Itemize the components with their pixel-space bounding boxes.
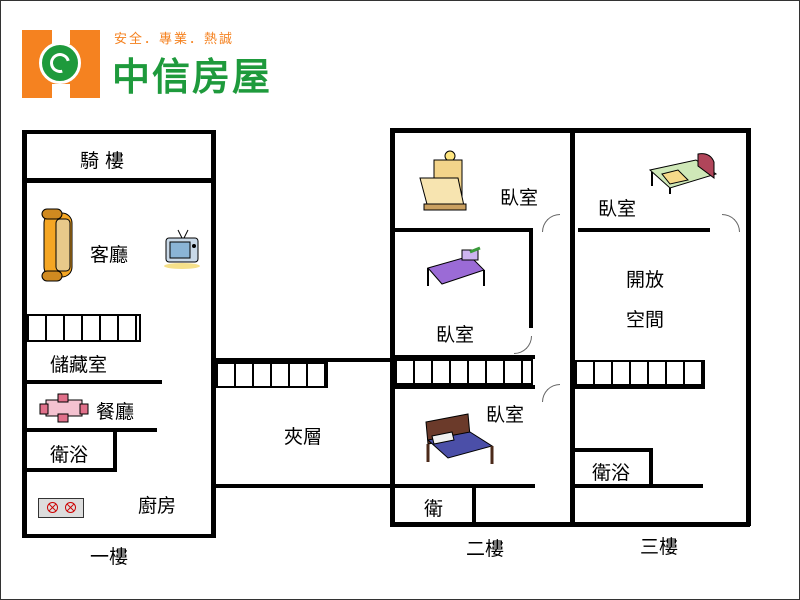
floor2-stairs <box>395 359 533 385</box>
logo-slogan: 安全．專業．熱誠 <box>114 32 235 47</box>
mezzanine-stairs <box>216 362 328 388</box>
room-storage-label: 儲藏室 <box>50 354 108 376</box>
bed-icon <box>419 150 467 211</box>
bed-icon <box>425 413 494 464</box>
floor3-bath-label: 衛浴 <box>592 462 631 484</box>
mezzanine-label: 夾層 <box>284 426 323 448</box>
logo-mark-icon <box>22 30 100 98</box>
floor2-bedroom-top-label: 臥室 <box>500 187 539 209</box>
floor3-bedroom-label: 臥室 <box>598 198 637 220</box>
floor3-title: 三樓 <box>640 536 679 558</box>
room-kitchen-label: 廚房 <box>138 495 177 517</box>
floor3-open-space-label-2: 空間 <box>626 309 665 331</box>
bed-icon <box>648 153 718 194</box>
floor2-bedroom-bottom-label: 臥室 <box>486 404 525 426</box>
floor2-bedroom-mid-label: 臥室 <box>436 324 475 346</box>
room-arcade-label: 騎 樓 <box>80 150 125 172</box>
floor2-title: 二樓 <box>466 538 505 560</box>
bed-icon <box>427 246 485 286</box>
floor1-title: 一樓 <box>90 546 129 568</box>
logo-brand-name: 中信房屋 <box>112 55 273 99</box>
room-living-label: 客廳 <box>90 244 129 266</box>
floor3-open-space-label-1: 開放 <box>626 269 665 291</box>
floor3-stairs <box>575 360 705 386</box>
sofa-icon <box>41 208 73 282</box>
floor2-toilet-label: 衛 <box>424 498 444 520</box>
room-dining-label: 餐廳 <box>96 401 135 423</box>
stove-icon <box>38 498 84 518</box>
dining-table-icon <box>39 393 89 423</box>
tv-icon <box>164 229 200 269</box>
room-bath-label: 衛浴 <box>50 444 89 466</box>
floor1-stairs <box>27 314 141 342</box>
watermark <box>296 262 426 332</box>
company-logo: 安全．專業．熱誠 中信房屋 <box>22 26 312 104</box>
